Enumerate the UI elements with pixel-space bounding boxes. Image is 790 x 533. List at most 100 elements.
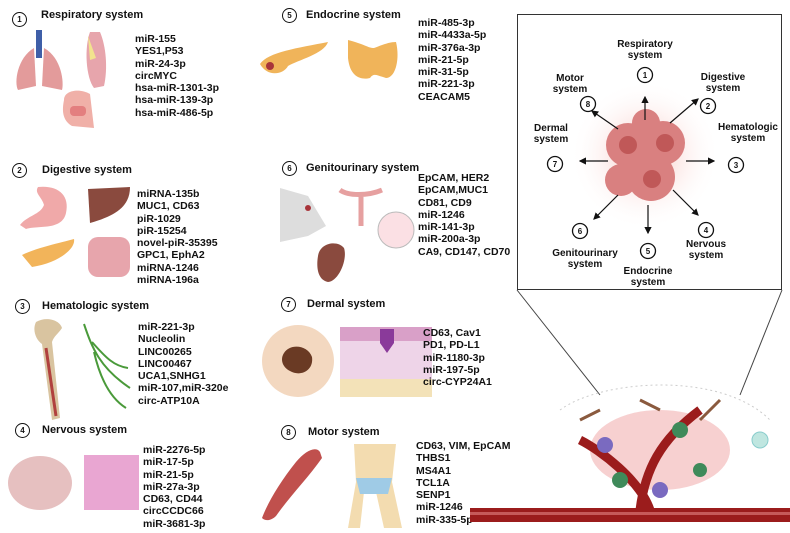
label-line: system: [731, 133, 766, 144]
metastasis-diagram: [570, 80, 720, 235]
label-line: Endocrine: [624, 266, 673, 277]
genitourinary-illustration: [280, 187, 415, 282]
marker: miR-3681-3p: [143, 517, 206, 530]
number-circle: [639, 242, 657, 260]
number-circle: [699, 97, 717, 115]
marker: circMYC: [135, 69, 178, 82]
marker: hsa-miR-139-3p: [135, 94, 214, 107]
section-8-markers: CD63, VIM, EpCAM THBS1 MS4A1 TCL1A SENP1…: [416, 440, 511, 526]
section-1-markers: miR-155 YES1,P53 miR-24-3p circMYC hsa-m…: [135, 33, 219, 119]
marker: TCL1A: [416, 476, 450, 489]
marker: miR-141-3p: [418, 221, 475, 234]
marker: miR-485-3p: [418, 17, 475, 29]
marker: miR-155: [135, 33, 176, 45]
marker: hsa-miR-486-5p: [135, 106, 214, 119]
marker: miR-24-3p: [135, 57, 186, 70]
marker: miR-17-5p: [143, 456, 194, 469]
section-1-number: 1: [12, 12, 27, 27]
marker: CD63, Cav1: [423, 327, 481, 339]
label-line: Respiratory: [617, 39, 673, 50]
number-circle: [697, 221, 715, 239]
section-7-title: Dermal system: [307, 298, 386, 310]
label-line: Dermal: [534, 123, 568, 134]
label-line: system: [689, 250, 724, 261]
section-4-markers: miR-2276-5p miR-17-5p miR-21-5p miR-27a-…: [143, 444, 205, 530]
marker: THBS1: [416, 452, 451, 465]
marker: novel-piR-35395: [137, 237, 218, 250]
marker: piR-1029: [137, 212, 181, 225]
marker: LINC00467: [138, 357, 192, 370]
marker: miR-221-3p: [138, 321, 195, 333]
section-7-markers: CD63, Cav1 PD1, PD-L1 miR-1180-3p miR-19…: [423, 327, 492, 388]
marker: EpCAM,MUC1: [418, 184, 488, 197]
label-line: Genitourinary: [552, 248, 618, 259]
marker: miR-21-5p: [143, 468, 194, 481]
marker: miRNA-135b: [137, 188, 200, 200]
marker: CD63, VIM, EpCAM: [416, 440, 511, 452]
marker: miR-21-5p: [418, 53, 469, 66]
section-2-title: Digestive system: [42, 164, 132, 176]
marker: miR-107,miR-320e: [138, 382, 229, 395]
tumor-cells: [605, 109, 685, 201]
marker: CD81, CD9: [418, 196, 472, 209]
section-8-number: 8: [281, 425, 296, 440]
marker: miR-2276-5p: [143, 444, 206, 456]
label-line: Digestive: [701, 72, 746, 83]
label-line: system: [628, 50, 663, 61]
marker: miRNA-1246: [137, 261, 199, 274]
label-line: system: [534, 134, 569, 145]
number-circle: [571, 222, 589, 240]
number-circle: [636, 66, 654, 84]
label-number: 7: [553, 160, 558, 169]
section-1-title: Respiratory system: [41, 9, 144, 21]
marker: miRNA-196a: [137, 274, 199, 287]
marker: circCCDC66: [143, 505, 204, 518]
marker: miR-1180-3p: [423, 351, 485, 364]
respiratory-illustration: [16, 30, 107, 128]
endocrine-illustration: [260, 40, 398, 79]
marker: Nucleolin: [138, 333, 186, 346]
label-number: 1: [643, 71, 648, 80]
marker: piR-15254: [137, 224, 187, 237]
label-number: 3: [734, 161, 739, 170]
section-5-markers: miR-485-3p miR-4433a-5p miR-376a-3p miR-…: [418, 17, 486, 103]
marker: miR-335-5p: [416, 513, 473, 526]
section-6-title: Genitourinary system: [306, 162, 420, 174]
marker: miR-1246: [418, 208, 465, 221]
number-circle: [546, 155, 564, 173]
label-line: system: [553, 84, 588, 95]
section-8-title: Motor system: [308, 426, 380, 438]
section-5-title: Endocrine system: [306, 9, 401, 21]
digestive-illustration: [20, 186, 130, 277]
marker: PD1, PD-L1: [423, 339, 480, 352]
label-line: system: [568, 259, 603, 270]
section-3-number: 3: [15, 299, 30, 314]
label-line: system: [631, 277, 666, 288]
arrows: [578, 95, 716, 235]
marker: YES1,P53: [135, 45, 184, 58]
section-2-markers: miRNA-135b MUC1, CD63 piR-1029 piR-15254…: [137, 188, 218, 286]
label-line: Motor: [556, 73, 584, 84]
label-line: Nervous: [686, 239, 726, 250]
marker: miR-27a-3p: [143, 480, 200, 493]
label-line: Hematologic: [718, 122, 778, 133]
section-2-number: 2: [12, 163, 27, 178]
label-number: 4: [704, 226, 709, 235]
label-number: 5: [646, 247, 651, 256]
section-6-number: 6: [282, 161, 297, 176]
marker: hsa-miR-1301-3p: [135, 82, 220, 95]
marker: CEACAM5: [418, 90, 470, 103]
